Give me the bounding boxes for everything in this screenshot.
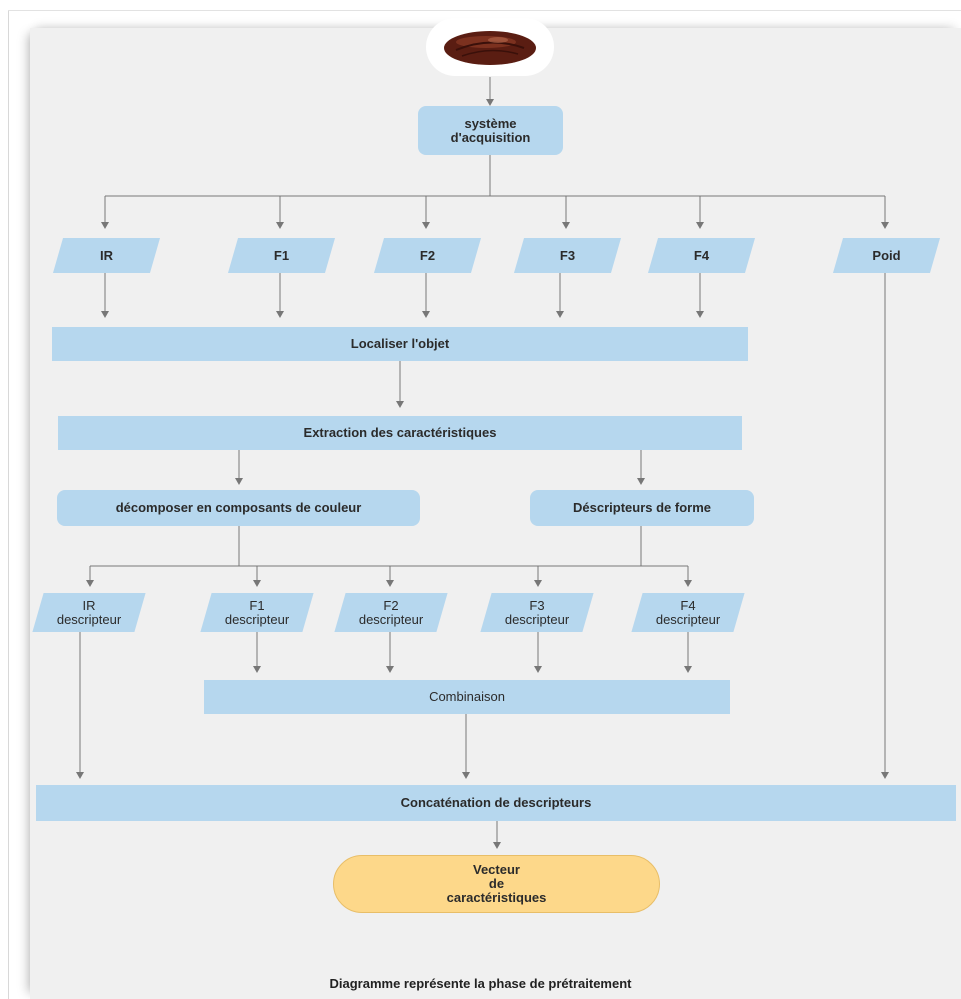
combination-label: Combinaison	[429, 689, 505, 704]
descriptor-f4-node: F4 descripteur	[631, 593, 745, 632]
feature-extraction-label: Extraction des caractéristiques	[303, 425, 497, 440]
channel-f1-node: F1	[227, 238, 336, 273]
feature-vector-output-node: Vecteur de caractéristiques	[333, 855, 660, 913]
channel-f4-node: F4	[647, 238, 756, 273]
shape-descriptors-label: Déscripteurs de forme	[573, 500, 711, 515]
channel-f4-label: F4	[693, 247, 710, 263]
descriptor-f2-node: F2 descripteur	[334, 593, 448, 632]
descriptor-f4-label: F4 descripteur	[655, 597, 721, 627]
channel-f3-node: F3	[513, 238, 622, 273]
diagram-caption: Diagramme représente la phase de prétrai…	[329, 976, 632, 991]
channel-f2-node: F2	[373, 238, 482, 273]
descriptor-f3-label: F3 descripteur	[504, 597, 570, 627]
descriptor-concatenation-node: Concaténation de descripteurs	[36, 785, 956, 821]
weight-label: Poid	[872, 247, 901, 263]
descriptor-f1-label: F1 descripteur	[224, 597, 290, 627]
combination-node: Combinaison	[204, 680, 730, 714]
descriptor-f3-node: F3 descripteur	[480, 593, 594, 632]
shape-descriptors-node: Déscripteurs de forme	[530, 490, 754, 526]
localize-object-label: Localiser l'objet	[350, 336, 450, 351]
feature-vector-output-label: Vecteur de caractéristiques	[446, 862, 547, 905]
localize-object-node: Localiser l'objet	[52, 327, 748, 361]
acquisition-system-node: système d'acquisition	[418, 106, 563, 155]
acquisition-system-label: système d'acquisition	[450, 115, 531, 145]
image-edge-top	[8, 10, 961, 11]
channel-f2-label: F2	[419, 247, 436, 263]
weight-node: Poid	[832, 238, 941, 273]
channel-f1-label: F1	[273, 247, 290, 263]
descriptor-concatenation-label: Concaténation de descripteurs	[400, 795, 592, 810]
channel-ir-label: IR	[100, 247, 113, 263]
channel-ir-node: IR	[52, 238, 161, 273]
descriptor-ir-node: IR descripteur	[32, 593, 146, 632]
descriptor-f1-node: F1 descripteur	[200, 593, 314, 632]
color-decomposition-node: décomposer en composants de couleur	[57, 490, 420, 526]
date-fruit-image	[444, 31, 536, 65]
date-fruit-photo	[426, 18, 554, 76]
color-decomposition-label: décomposer en composants de couleur	[115, 500, 362, 515]
image-edge-left	[8, 10, 9, 999]
descriptor-f2-label: F2 descripteur	[358, 597, 424, 627]
feature-extraction-node: Extraction des caractéristiques	[58, 416, 742, 450]
channel-f3-label: F3	[559, 247, 576, 263]
descriptor-ir-label: IR descripteur	[56, 597, 122, 627]
